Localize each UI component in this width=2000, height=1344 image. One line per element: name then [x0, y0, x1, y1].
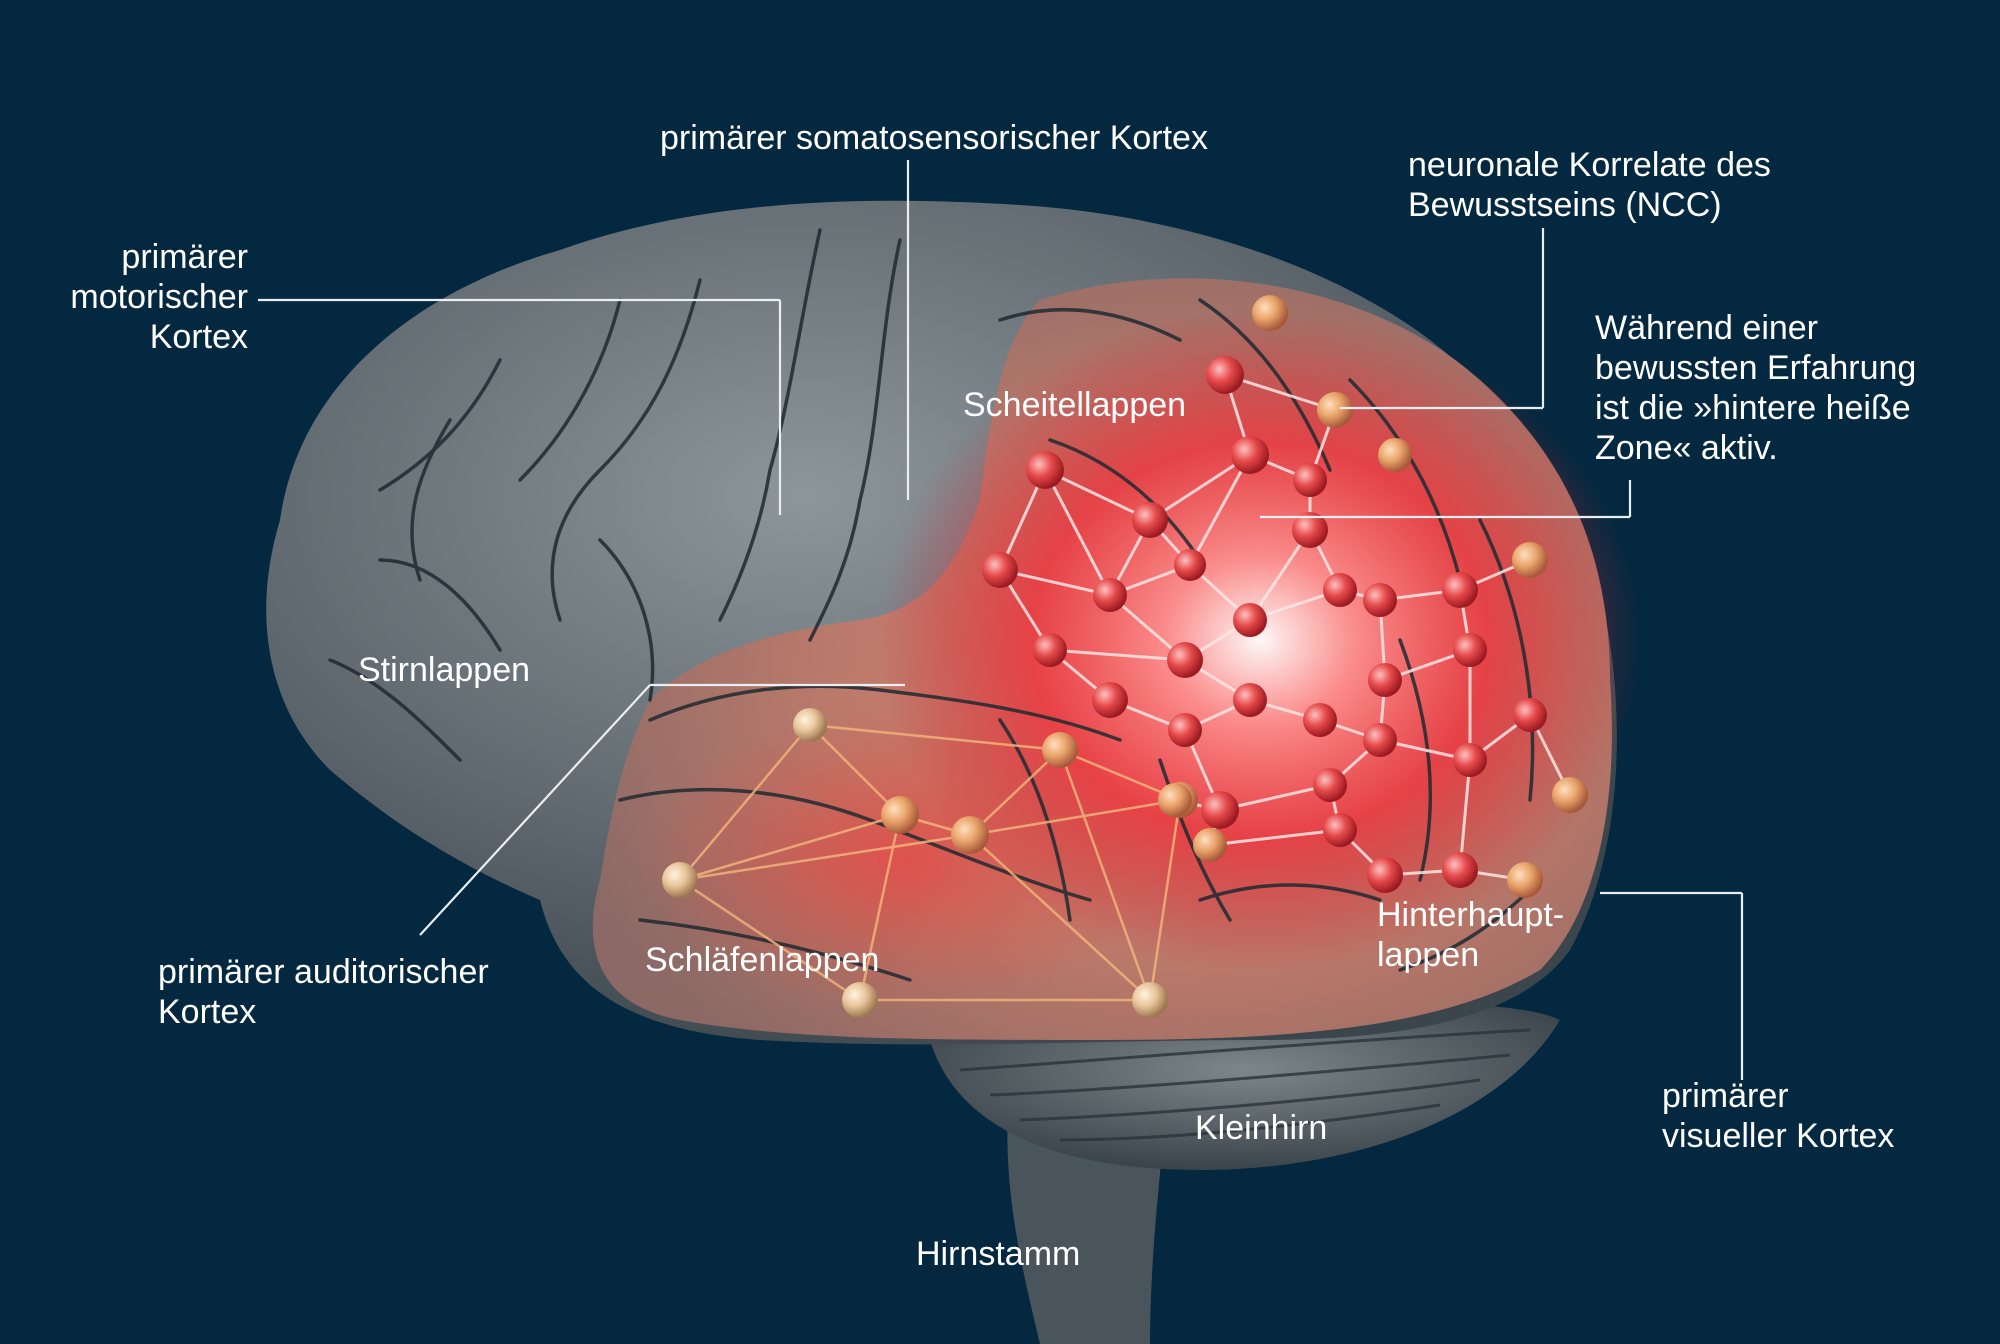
label-primary-motor-line-3: Kortex [149, 318, 248, 356]
label-brainstem: Hirnstamm [916, 1235, 1081, 1273]
label-hot-zone-line-2: bewussten Erfahrung [1595, 349, 1917, 387]
label-hot-zone-line-4: Zone« aktiv. [1595, 429, 1778, 467]
label-hot-zone-line-1: Während einer [1595, 309, 1819, 347]
label-primary-somatosensory: primärer somatosensorischer Kortex [660, 119, 1208, 157]
label-primary-visual-line-2: visueller Kortex [1662, 1117, 1895, 1155]
label-primary-visual-line-1: primärer [1662, 1077, 1789, 1115]
label-primary-motor-line-2: motorischer [70, 278, 248, 316]
cerebellum-shape [930, 1002, 1560, 1170]
temporal-network [662, 708, 1198, 1018]
label-ncc-line-2: Bewusstseins (NCC) [1408, 186, 1722, 224]
label-primary-auditory: primärer auditorischer Kortex [158, 952, 489, 1032]
label-occipital-line-2: lappen [1377, 936, 1480, 974]
ncc-network [982, 295, 1588, 898]
label-primary-auditory-line-1: primärer auditorischer [158, 953, 489, 991]
label-ncc-line-1: neuronale Korrelate des [1408, 146, 1771, 184]
label-cerebellum: Kleinhirn [1195, 1109, 1328, 1147]
leader-lines [258, 160, 1744, 1080]
label-primary-motor-line-1: primärer [121, 238, 248, 276]
label-primary-auditory-line-2: Kortex [158, 993, 257, 1031]
label-primary-visual: primärer visueller Kortex [1662, 1076, 1894, 1156]
leader-auditory-1 [419, 684, 651, 936]
label-temporal-lobe: Schläfenlappen [645, 941, 880, 979]
label-hot-zone-note: Während einer bewussten Erfahrung ist di… [1595, 308, 1916, 468]
label-primary-motor: primärer motorischer Kortex [20, 237, 248, 357]
label-occipital-lobe: Hinterhaupt- lappen [1377, 895, 1564, 975]
label-parietal-lobe: Scheitellappen [963, 386, 1187, 424]
label-frontal-lobe: Stirnlappen [358, 651, 531, 689]
label-occipital-line-1: Hinterhaupt- [1377, 896, 1565, 934]
label-ncc: neuronale Korrelate des Bewusstseins (NC… [1408, 145, 1771, 225]
label-hot-zone-line-3: ist die »hintere heiße [1595, 389, 1911, 427]
hot-zone-glow [880, 310, 1640, 970]
